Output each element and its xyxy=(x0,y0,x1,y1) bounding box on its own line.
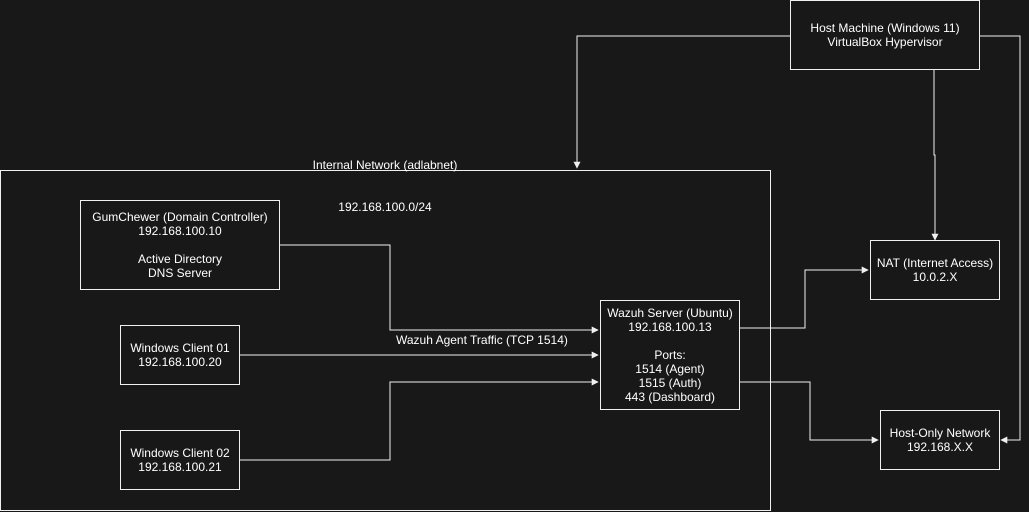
network-label: Internal Network (adlabnet) 192.168.100.… xyxy=(300,130,470,228)
client01-ip: 192.168.100.20 xyxy=(138,355,222,369)
agent-traffic-label: Wazuh Agent Traffic (TCP 1514) xyxy=(396,333,568,347)
host-machine-hypervisor: VirtualBox Hypervisor xyxy=(827,35,943,49)
edge-wazuh-to-host-only xyxy=(740,381,879,444)
edge-host-to-internal-network xyxy=(573,35,790,169)
dc-ip: 192.168.100.10 xyxy=(138,224,222,238)
wazuh-ip: 192.168.100.13 xyxy=(628,320,712,334)
client01-name: Windows Client 01 xyxy=(130,341,230,355)
dc-role-ad: Active Directory xyxy=(137,252,223,266)
dc-name: GumChewer (Domain Controller) xyxy=(92,210,268,224)
host-only-network-node[interactable]: Host-Only Network 192.168.X.X xyxy=(880,410,1000,470)
wazuh-name: Wazuh Server (Ubuntu) xyxy=(607,306,733,320)
client02-ip: 192.168.100.21 xyxy=(138,460,222,474)
edge-host-to-nat xyxy=(931,70,939,241)
edge-client02-to-wazuh xyxy=(240,378,599,461)
internal-network-container xyxy=(0,170,771,511)
edge-dc-to-wazuh xyxy=(280,244,599,334)
domain-controller-node[interactable]: GumChewer (Domain Controller) 192.168.10… xyxy=(80,200,280,290)
wazuh-server-node[interactable]: Wazuh Server (Ubuntu) 192.168.100.13 Por… xyxy=(600,300,740,410)
wazuh-port-agent: 1514 (Agent) xyxy=(635,362,705,376)
edge-wazuh-to-nat xyxy=(740,266,869,329)
client02-name: Windows Client 02 xyxy=(130,446,230,460)
dc-role-dns: DNS Server xyxy=(147,266,212,280)
network-subnet: 192.168.100.0/24 xyxy=(338,200,432,214)
host-only-name: Host-Only Network xyxy=(889,426,991,440)
wazuh-port-auth: 1515 (Auth) xyxy=(638,376,702,390)
host-only-ip: 192.168.X.X xyxy=(906,440,974,454)
host-machine-node[interactable]: Host Machine (Windows 11) VirtualBox Hyp… xyxy=(790,0,980,70)
windows-client-01-node[interactable]: Windows Client 01 192.168.100.20 xyxy=(120,325,240,385)
windows-client-02-node[interactable]: Windows Client 02 192.168.100.21 xyxy=(120,430,240,490)
nat-ip: 10.0.2.X xyxy=(912,270,958,284)
network-title: Internal Network (adlabnet) xyxy=(312,158,458,172)
wazuh-ports-title: Ports: xyxy=(654,348,686,362)
nat-node[interactable]: NAT (Internet Access) 10.0.2.X xyxy=(870,240,1000,300)
host-machine-title: Host Machine (Windows 11) xyxy=(810,21,960,35)
edge-host-to-host-only xyxy=(980,35,1021,444)
nat-name: NAT (Internet Access) xyxy=(876,256,994,270)
wazuh-port-dashboard: 443 (Dashboard) xyxy=(624,390,716,404)
